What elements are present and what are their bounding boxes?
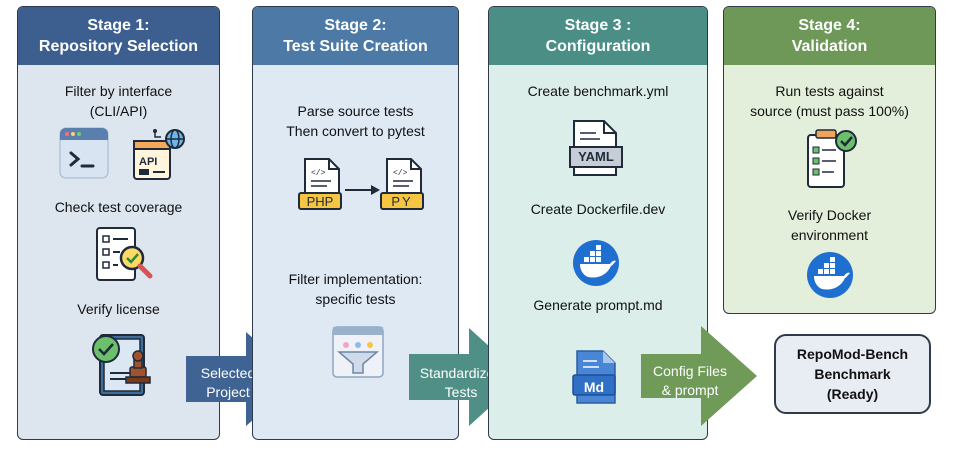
checklist-check-icon xyxy=(807,129,857,188)
stage-1-step-filter: Filter by interface xyxy=(64,83,173,99)
stage-2-step-parse: Parse source tests xyxy=(297,103,414,119)
result-line1: RepoMod-Bench xyxy=(796,346,909,362)
svg-text:</>: </> xyxy=(311,169,326,178)
svg-text:</>: </> xyxy=(393,169,408,178)
markdown-file-icon xyxy=(572,350,616,404)
stage-4-step-run-tests-detail: source (must pass 100%) xyxy=(750,103,909,119)
stage-1-title-line1: Stage 1: xyxy=(87,17,150,34)
stage-2-header: Stage 2: Test Suite Creation xyxy=(253,7,458,65)
arrow-1-label-line1: Selected xyxy=(200,365,256,381)
stage-4-header: Stage 4: Validation xyxy=(724,7,935,65)
stage-1-step-filter-detail: (CLI/API) xyxy=(89,103,148,119)
arrow-3-label-line2: & prompt xyxy=(661,382,719,398)
result-line2: Benchmark xyxy=(814,366,891,382)
convert-arrow-icon xyxy=(345,185,380,195)
stage-1-title-line2: Repository Selection xyxy=(38,38,199,55)
arrow-2-label-line1: Standardized xyxy=(419,365,503,381)
stage-2-title-line1: Stage 2: xyxy=(324,17,387,34)
docker-whale-icon xyxy=(573,240,619,286)
yaml-badge-label: YAML xyxy=(578,149,614,164)
arrow-2-label-line2: Tests xyxy=(444,384,478,400)
arrow-3-label: Config Files & prompt xyxy=(644,362,736,400)
stage-4-step-run-tests: Run tests against xyxy=(775,83,884,99)
stage-2-step-filter: Filter implementation: xyxy=(288,271,423,287)
stage-4-title-line1: Stage 4: xyxy=(798,17,861,34)
stage-3-header: Stage 3 : Configuration xyxy=(489,7,707,65)
arrow-1-label-line2: Project xyxy=(206,384,250,400)
arrow-2-label: Standardized Tests xyxy=(411,364,511,402)
stage-1-step-coverage: Check test coverage xyxy=(54,199,183,215)
stage-3-step-benchmark: Create benchmark.yml xyxy=(527,83,669,99)
stage-3-title-line2: Configuration xyxy=(545,38,651,55)
yaml-file-icon xyxy=(569,120,623,176)
stage-2-title-line2: Test Suite Creation xyxy=(283,38,428,55)
arrow-config-files xyxy=(641,326,757,426)
php-file-icon: </> xyxy=(298,158,342,210)
stage-2-step-convert: Then convert to pytest xyxy=(286,123,425,139)
svg-text:API: API xyxy=(139,156,157,168)
py-badge-label: PY xyxy=(391,194,413,209)
stage-1-header: Stage 1: Repository Selection xyxy=(18,7,219,65)
stage-4-title-line2: Validation xyxy=(791,38,868,55)
stage-2-step-filter-detail: specific tests xyxy=(315,291,396,307)
stage-4-step-docker: Verify Docker xyxy=(787,207,872,223)
stage-3-step-prompt: Generate prompt.md xyxy=(533,297,663,313)
license-stamp-icon xyxy=(92,334,151,396)
py-file-icon: </> xyxy=(380,158,424,210)
benchmark-result-box: RepoMod-Bench Benchmark (Ready) xyxy=(774,334,931,414)
arrow-3-label-line1: Config Files xyxy=(653,363,727,379)
checklist-magnifier-icon xyxy=(96,227,153,281)
api-globe-icon: API xyxy=(133,129,185,180)
stage-4-step-docker-detail: environment xyxy=(790,227,869,243)
arrow-1-label: Selected Project xyxy=(188,364,268,402)
docker-whale-icon xyxy=(807,252,853,298)
stage-1-step-license: Verify license xyxy=(77,301,160,317)
result-line3: (Ready) xyxy=(826,386,879,402)
stage-3-title-line1: Stage 3 : xyxy=(564,17,632,34)
stage-3-step-dockerfile: Create Dockerfile.dev xyxy=(530,201,666,217)
stage-1-panel: Stage 1: Repository Selection Filter by … xyxy=(17,6,220,440)
md-badge-label: Md xyxy=(583,379,605,395)
php-badge-label: PHP xyxy=(306,194,334,209)
terminal-icon xyxy=(59,127,109,179)
stage-4-panel: Stage 4: Validation Run tests against so… xyxy=(723,6,936,314)
filter-funnel-icon xyxy=(332,326,384,378)
